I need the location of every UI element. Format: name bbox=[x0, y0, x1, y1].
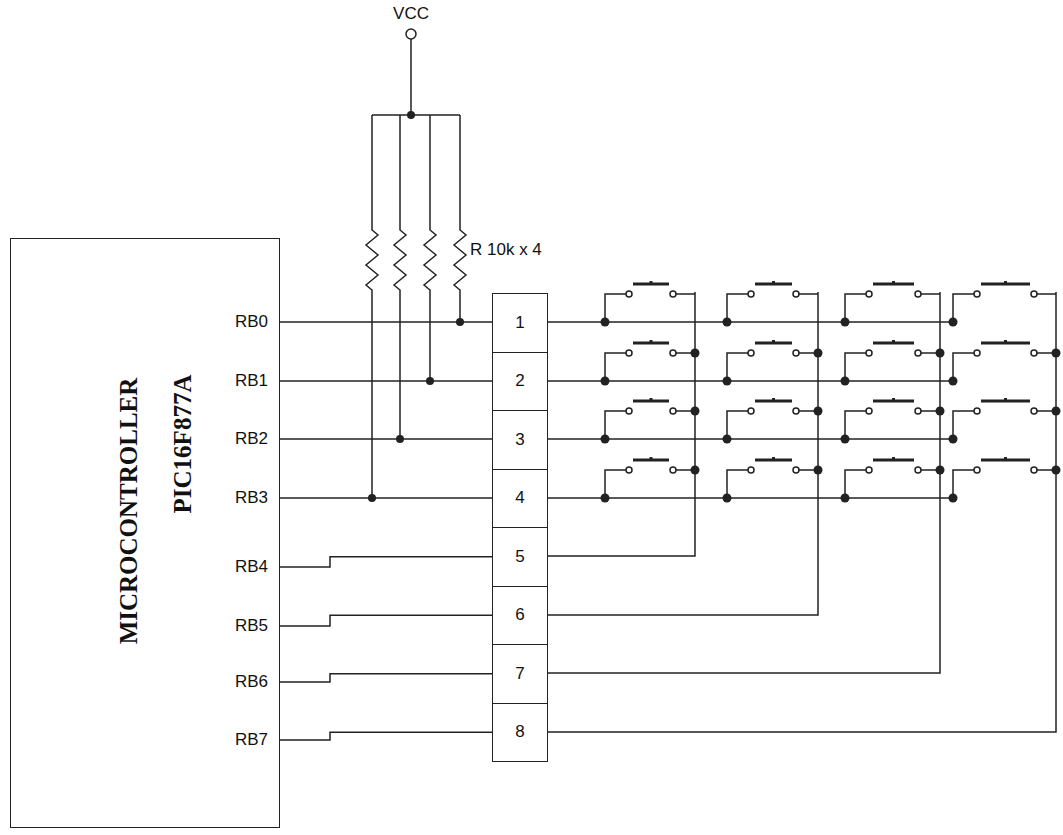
pin-label: RB6 bbox=[235, 672, 268, 692]
connector-pin: 7 bbox=[492, 644, 548, 704]
pin-label: RB3 bbox=[235, 488, 268, 508]
connector-pin: 8 bbox=[492, 703, 548, 763]
pin-wire bbox=[280, 380, 492, 382]
keypad-matrix bbox=[548, 281, 1061, 732]
part-number: PIC16F877A bbox=[169, 375, 197, 514]
resistor-label: R 10k x 4 bbox=[470, 240, 542, 260]
pin-number: 1 bbox=[515, 313, 524, 333]
pin-label: RB5 bbox=[235, 616, 268, 636]
pin-number: 2 bbox=[515, 371, 524, 391]
pin-label: RB0 bbox=[235, 312, 268, 332]
connector-pin: 3 bbox=[492, 410, 548, 470]
vcc-bus bbox=[372, 39, 460, 225]
pin-wire bbox=[280, 497, 492, 499]
vcc-terminal bbox=[406, 29, 416, 39]
connector-pin: 4 bbox=[492, 469, 548, 529]
pin-number: 3 bbox=[515, 430, 524, 450]
pin-label: RB7 bbox=[235, 730, 268, 750]
pin-number: 7 bbox=[515, 664, 524, 684]
pin-number: 5 bbox=[515, 547, 524, 567]
pin-wire bbox=[280, 557, 492, 567]
pin-wire bbox=[280, 438, 492, 440]
pin-number: 8 bbox=[515, 722, 524, 742]
pin-wire bbox=[280, 732, 492, 740]
connector-pin: 2 bbox=[492, 352, 548, 412]
device-title: MICROCONTROLLER bbox=[115, 378, 143, 645]
supply-label: VCC bbox=[393, 4, 429, 24]
connector-pin: 6 bbox=[492, 586, 548, 646]
connector-pin: 5 bbox=[492, 527, 548, 587]
pullup-wire bbox=[372, 292, 460, 498]
pin-number: 4 bbox=[515, 488, 524, 508]
pin-wire bbox=[280, 615, 492, 626]
pin-label: RB4 bbox=[235, 557, 268, 577]
pin-label: RB1 bbox=[235, 371, 268, 391]
resistor-symbol bbox=[366, 225, 466, 292]
pin-label: RB2 bbox=[235, 429, 268, 449]
pin-wire bbox=[280, 674, 492, 682]
pin-number: 6 bbox=[515, 605, 524, 625]
pin-wire bbox=[280, 321, 492, 323]
connector-pin: 1 bbox=[492, 293, 548, 353]
